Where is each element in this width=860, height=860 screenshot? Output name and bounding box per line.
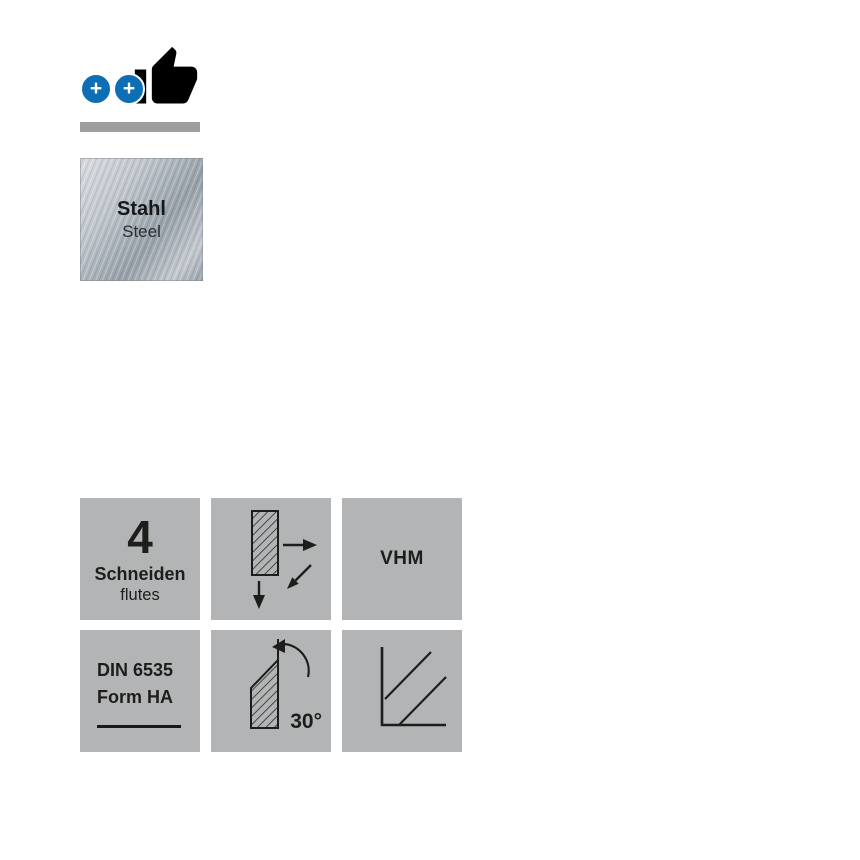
tile-flutes: 4 Schneiden flutes [80,498,200,620]
angle-arc [283,642,310,678]
tile-material-code: VHM [342,498,462,620]
tile-cutting-directions [211,498,331,620]
thumbs-up-icon [134,46,198,104]
plus-icon: + [122,76,136,100]
material-title: Stahl [117,197,166,220]
divider-bar [80,122,200,132]
plus-icon: + [89,76,103,100]
plus-badge: + [80,73,112,105]
spec-tile-grid: 4 Schneiden flutes V [80,498,462,752]
chamfer-line-1 [384,651,432,700]
material-subtitle: Steel [122,221,161,241]
tool-body [251,510,279,576]
tile-corner-profile [342,630,462,752]
shank-underline [97,725,181,728]
material-image-steel: Stahl Steel [80,158,203,281]
shank-norm-line2: Form HA [97,687,173,707]
chamfer-line-2 [398,676,447,726]
plus-badge: + [113,73,145,105]
shank-norm-line1: DIN 6535 [97,660,174,680]
corner-profile-icon [380,647,447,727]
workpiece-corner [380,647,446,727]
flute-count: 4 [127,510,153,563]
flute-section [250,657,279,729]
flute-label-de: Schneiden [94,563,186,584]
flute-label-en: flutes [120,585,160,604]
end-mill-cutting-directions-icon [251,510,317,609]
helix-angle-icon [250,639,310,729]
tile-helix-angle: 30° [211,630,331,752]
arrow-diagonal [294,564,312,582]
tile-shank-norm: DIN 6535 Form HA [80,630,200,752]
brand-logo: + + [80,44,202,114]
helix-angle-value: 30° [290,710,322,733]
material-code-label: VHM [380,548,424,569]
